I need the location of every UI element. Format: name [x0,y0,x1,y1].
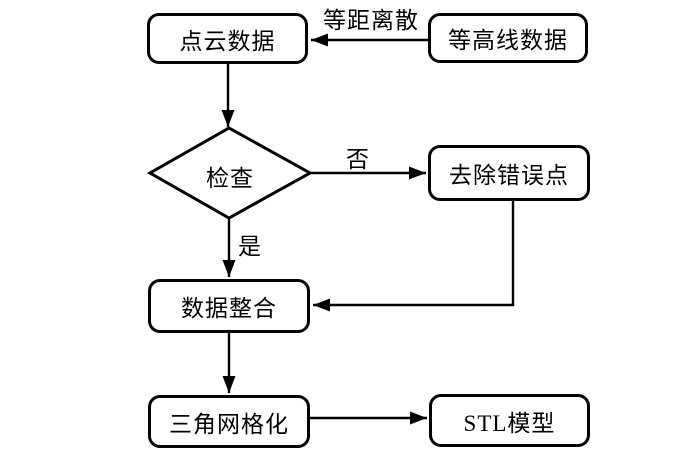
node-stl-model: STL模型 [429,394,590,447]
node-remove-error-points: 去除错误点 [428,145,590,201]
node-check-label: 检查 [206,166,254,191]
edge-label-yes: 是 [238,234,262,259]
node-contour-line-data: 等高线数据 [428,13,588,63]
node-triangulation: 三角网格化 [148,395,310,448]
edge-label-equidistant-discretization: 等距离散 [323,8,419,33]
arrow-remove-errors-to-integrate [313,201,515,312]
node-point-cloud-data: 点云数据 [147,13,308,64]
edge-label-no: 否 [346,147,370,172]
node-data-integration: 数据整合 [148,279,310,333]
